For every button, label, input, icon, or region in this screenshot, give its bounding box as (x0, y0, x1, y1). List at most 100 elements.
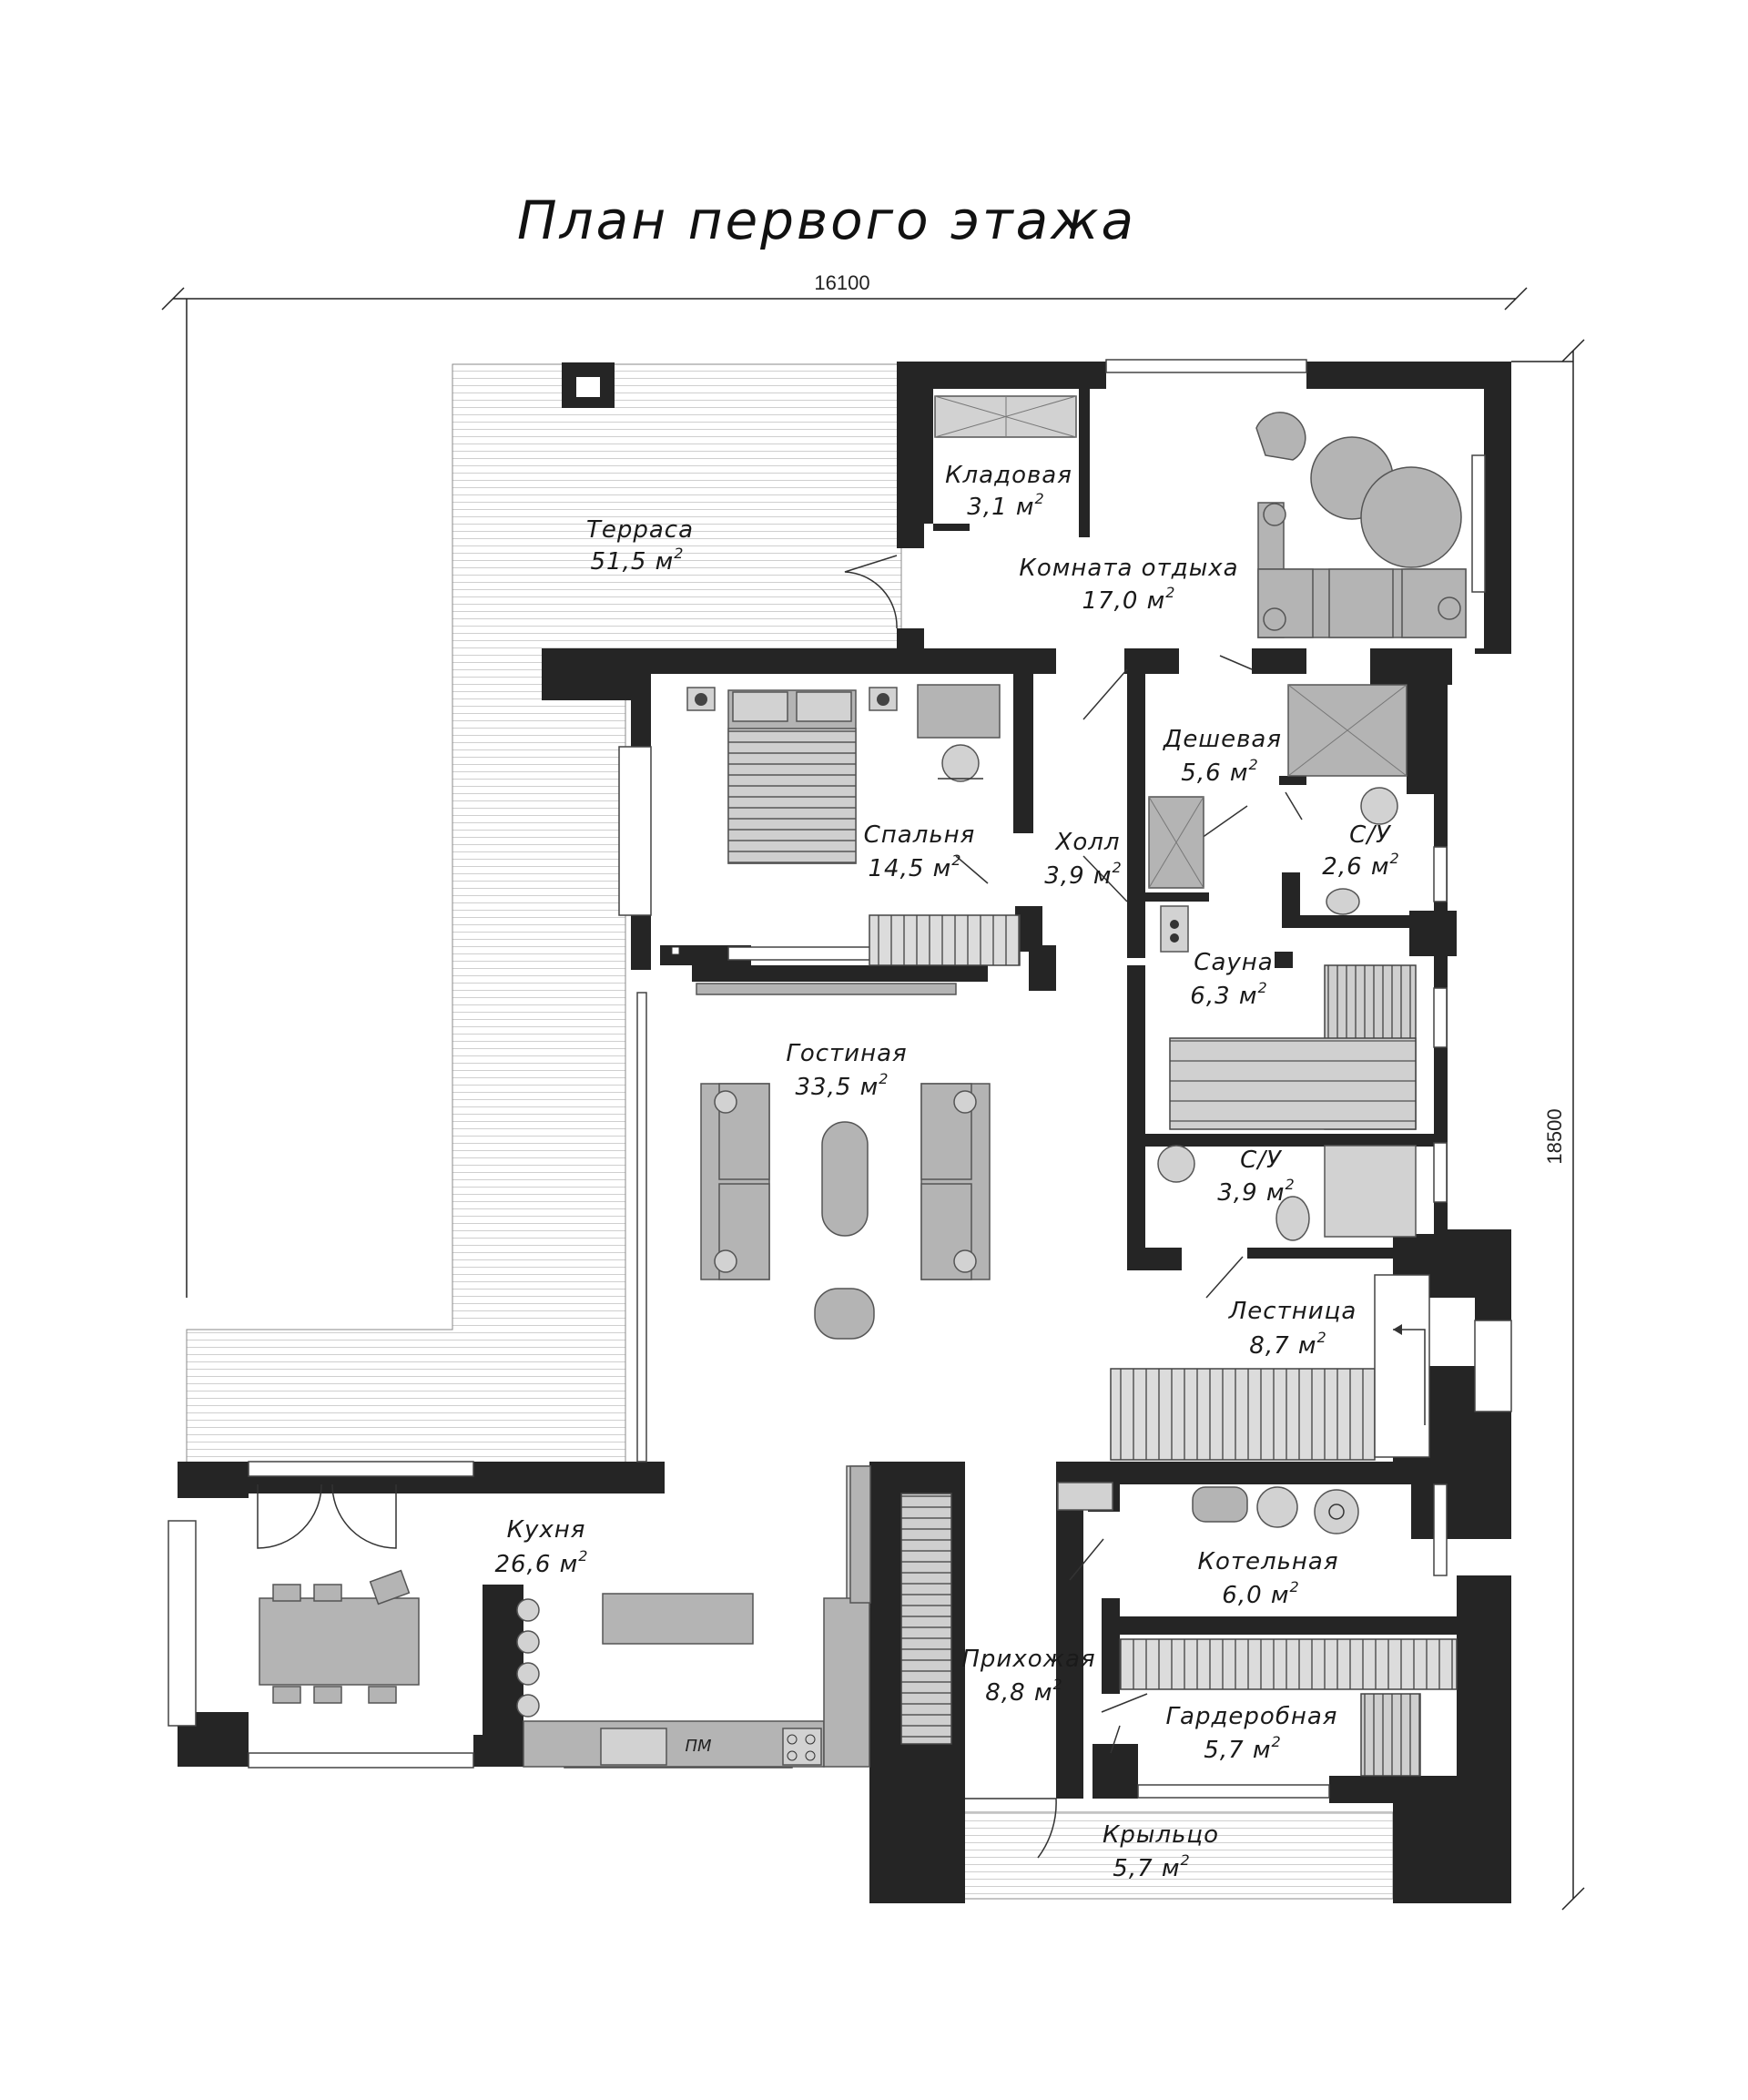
dimension-width-value: 16100 (814, 271, 869, 294)
area-superscript: 2 (578, 1547, 588, 1565)
room-name: Крыльцо (1103, 1821, 1219, 1849)
room-area: 17,0 м (1082, 587, 1166, 615)
label-entry: Прихожая 8,8 м2 (961, 1646, 1095, 1707)
living-furniture (696, 983, 991, 1340)
room-area: 51,5 м (591, 548, 675, 576)
svg-text:26,6 м2: 26,6 м2 (495, 1547, 589, 1578)
area-superscript: 2 (1390, 850, 1400, 867)
room-area: 26,6 м (495, 1551, 579, 1578)
room-name: Терраса (586, 516, 694, 544)
area-superscript: 2 (1053, 1676, 1063, 1693)
room-labels: Кладовая 3,1 м2 Терраса 51,5 м2 Комната … (495, 462, 1399, 1882)
doors (257, 555, 1303, 1859)
room-area: 2,6 м (1322, 853, 1389, 881)
room-name: Кладовая (945, 462, 1072, 489)
svg-text:33,5 м2: 33,5 м2 (796, 1070, 889, 1101)
wc-fixtures (1157, 1145, 1417, 1241)
svg-text:3,9 м2: 3,9 м2 (1217, 1176, 1295, 1207)
area-superscript: 2 (1317, 1329, 1327, 1346)
room-name: Гардеробная (1166, 1703, 1338, 1730)
label-wc-small: С/У 2,6 м2 (1322, 821, 1399, 881)
svg-text:2,6 м2: 2,6 м2 (1322, 850, 1399, 881)
area-superscript: 2 (1286, 1176, 1296, 1193)
room-name: Дешевая (1163, 726, 1282, 753)
label-living: Гостиная 33,5 м2 (786, 1040, 907, 1101)
room-area: 3,1 м (967, 494, 1034, 521)
svg-text:51,5 м2: 51,5 м2 (591, 545, 685, 576)
svg-text:3,1 м2: 3,1 м2 (967, 490, 1044, 521)
room-name: Спальня (864, 821, 976, 849)
label-hall: Холл 3,9 м2 (1044, 829, 1122, 890)
label-bedroom: Спальня 14,5 м2 (864, 821, 976, 882)
area-superscript: 2 (1258, 979, 1268, 996)
room-name: Комната отдыха (1019, 555, 1238, 582)
kitchen-furniture: ПМ (259, 1465, 871, 1768)
room-area: 6,0 м (1222, 1582, 1289, 1609)
room-area: 3,9 м (1044, 862, 1112, 890)
room-name: С/У (1240, 1147, 1283, 1174)
label-wc-large: С/У 3,9 м2 (1217, 1147, 1295, 1207)
label-sauna: Сауна 6,3 м2 (1190, 949, 1273, 1010)
area-superscript: 2 (674, 545, 684, 562)
label-terrace: Терраса 51,5 м2 (586, 516, 694, 576)
area-superscript: 2 (1290, 1578, 1300, 1595)
label-storage: Кладовая 3,1 м2 (945, 462, 1072, 521)
svg-text:5,6 м2: 5,6 м2 (1181, 756, 1258, 787)
room-area: 8,7 м (1249, 1332, 1316, 1360)
svg-text:6,0 м2: 6,0 м2 (1222, 1578, 1299, 1609)
svg-text:8,8 м2: 8,8 м2 (985, 1676, 1062, 1707)
room-name: Прихожая (961, 1646, 1095, 1673)
area-superscript: 2 (1181, 1851, 1191, 1869)
label-shower: Дешевая 5,6 м2 (1163, 726, 1282, 787)
svg-text:5,7 м2: 5,7 м2 (1204, 1733, 1281, 1764)
svg-text:8,7 м2: 8,7 м2 (1249, 1329, 1326, 1360)
label-kitchen: Кухня 26,6 м2 (495, 1516, 589, 1578)
area-superscript: 2 (951, 851, 961, 869)
boiler-equipment (1057, 1482, 1359, 1534)
room-name: Лестница (1228, 1298, 1357, 1325)
walls (178, 362, 1511, 1903)
area-superscript: 2 (1035, 490, 1045, 507)
shower-fixtures (1148, 684, 1408, 915)
room-area: 5,6 м (1181, 759, 1248, 787)
dimension-height-value: 18500 (1543, 1108, 1566, 1164)
room-name: Гостиная (786, 1040, 907, 1067)
room-name: Котельная (1197, 1548, 1338, 1575)
plan-title: План первого этажа (517, 189, 1136, 251)
room-name: Холл (1054, 829, 1121, 856)
area-superscript: 2 (1249, 756, 1259, 773)
svg-text:6,3 м2: 6,3 м2 (1190, 979, 1267, 1010)
label-boiler: Котельная 6,0 м2 (1197, 1548, 1338, 1609)
svg-text:3,9 м2: 3,9 м2 (1044, 859, 1122, 890)
dimension-width: 16100 (161, 271, 1528, 1298)
storage-shelves (934, 395, 1077, 438)
dimension-height: 18500 (1511, 339, 1585, 1911)
bedroom-furniture (671, 684, 1021, 966)
room-area: 5,7 м (1113, 1855, 1180, 1882)
area-superscript: 2 (1165, 584, 1175, 601)
svg-text:17,0 м2: 17,0 м2 (1082, 584, 1176, 615)
recreation-furniture (1255, 412, 1467, 638)
wardrobe-shelves (846, 1465, 1458, 1777)
label-porch: Крыльцо 5,7 м2 (1103, 1821, 1219, 1882)
room-area: 33,5 м (796, 1074, 879, 1101)
room-area: 14,5 м (869, 855, 952, 882)
room-area: 5,7 м (1204, 1737, 1271, 1764)
svg-text:5,7 м2: 5,7 м2 (1113, 1851, 1190, 1882)
area-superscript: 2 (1272, 1733, 1282, 1750)
label-wardrobe: Гардеробная 5,7 м2 (1166, 1703, 1338, 1764)
room-area: 6,3 м (1190, 983, 1257, 1010)
room-name: Кухня (507, 1516, 586, 1544)
sauna-benches (1160, 905, 1417, 1130)
room-area: 8,8 м (985, 1679, 1052, 1707)
area-superscript: 2 (1113, 859, 1123, 876)
label-recreation: Комната отдыха 17,0 м2 (1019, 555, 1238, 615)
label-stairs: Лестница 8,7 м2 (1228, 1298, 1357, 1360)
svg-text:14,5 м2: 14,5 м2 (869, 851, 962, 882)
staircase (1110, 1274, 1430, 1461)
porch-deck (919, 1811, 1394, 1900)
room-area: 3,9 м (1217, 1179, 1285, 1207)
room-name: Сауна (1194, 949, 1273, 976)
room-name: С/У (1349, 821, 1392, 849)
